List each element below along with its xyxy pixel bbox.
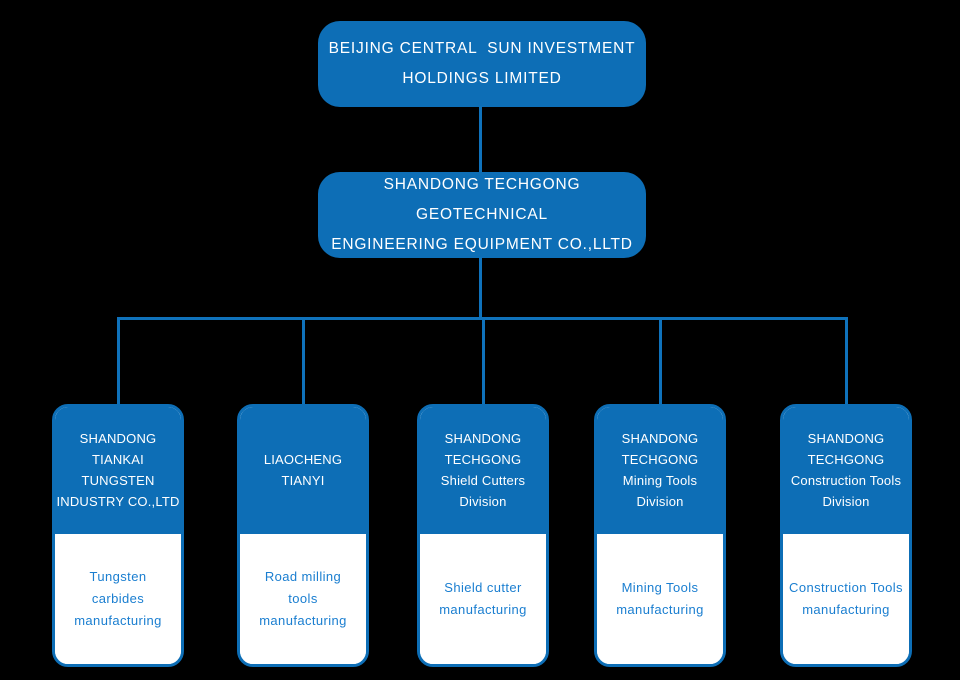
- org-node-subsidiary-shield-cutters: SHANDONG TECHGONG Shield Cutters Divisio…: [417, 404, 549, 667]
- subsidiary-activity: Mining Tools manufacturing: [597, 534, 723, 664]
- connector-drop-2: [302, 317, 305, 405]
- connector-drop-3: [482, 317, 485, 405]
- subsidiary-activity: Tungsten carbides manufacturing: [55, 534, 181, 664]
- org-node-subsidiary-tiankai: SHANDONG TIANKAI TUNGSTEN INDUSTRY CO.,L…: [52, 404, 184, 667]
- subsidiary-name: SHANDONG TIANKAI TUNGSTEN INDUSTRY CO.,L…: [55, 407, 181, 534]
- org-node-subsidiary-mining-tools: SHANDONG TECHGONG Mining Tools Division …: [594, 404, 726, 667]
- subsidiary-name: SHANDONG TECHGONG Shield Cutters Divisio…: [420, 407, 546, 534]
- subsidiary-name: SHANDONG TECHGONG Construction Tools Div…: [783, 407, 909, 534]
- subsidiary-name: LIAOCHENG TIANYI: [240, 407, 366, 534]
- subsidiary-name: SHANDONG TECHGONG Mining Tools Division: [597, 407, 723, 534]
- connector-parent-bus: [479, 257, 482, 318]
- org-node-subsidiary-liaocheng-tianyi: LIAOCHENG TIANYI Road milling tools manu…: [237, 404, 369, 667]
- subsidiary-activity: Construction Tools manufacturing: [783, 534, 909, 664]
- connector-drop-4: [659, 317, 662, 405]
- org-node-parent-label: SHANDONG TECHGONG GEOTECHNICAL ENGINEERI…: [331, 176, 633, 253]
- org-node-parent: SHANDONG TECHGONG GEOTECHNICAL ENGINEERI…: [318, 172, 646, 258]
- subsidiary-activity: Shield cutter manufacturing: [420, 534, 546, 664]
- connector-root-parent: [479, 106, 482, 173]
- connector-drop-5: [845, 317, 848, 405]
- org-node-root-label: BEIJING CENTRAL SUN INVESTMENT HOLDINGS …: [328, 40, 636, 87]
- org-node-root: BEIJING CENTRAL SUN INVESTMENT HOLDINGS …: [318, 21, 646, 107]
- subsidiary-activity: Road milling tools manufacturing: [240, 534, 366, 664]
- connector-drop-1: [117, 317, 120, 405]
- org-node-subsidiary-construction-tools: SHANDONG TECHGONG Construction Tools Div…: [780, 404, 912, 667]
